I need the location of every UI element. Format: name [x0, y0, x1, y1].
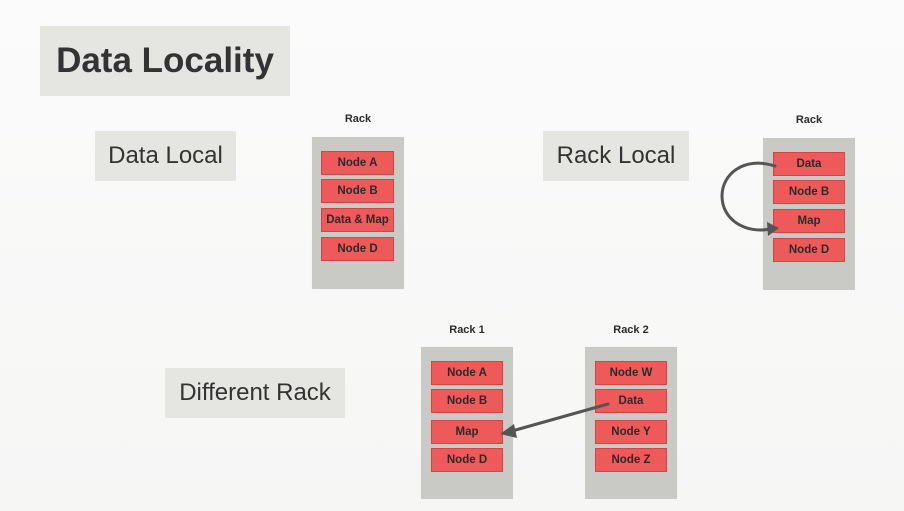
rack-local-arrow	[720, 161, 777, 232]
node-label: Node B	[788, 186, 830, 198]
node-box: Node B	[773, 180, 845, 204]
rack-2: Node W Data Node Y Node Z	[585, 347, 677, 499]
node-label: Node Z	[611, 454, 651, 466]
node-box: Node Z	[595, 448, 667, 472]
page-title: Data Locality	[56, 41, 274, 80]
node-label: Data & Map	[326, 214, 389, 226]
node-label: Node D	[446, 454, 488, 466]
node-box: Data	[773, 152, 845, 176]
node-box: Node A	[431, 361, 503, 385]
node-label: Node W	[609, 367, 653, 379]
rack-title: Rack	[795, 114, 823, 126]
node-box: Node D	[431, 448, 503, 472]
rack-local-label: Rack Local	[556, 142, 676, 169]
title-box: Data Locality	[40, 26, 290, 96]
data-local-label-box: Data Local	[95, 131, 236, 181]
node-label: Node A	[337, 157, 378, 169]
node-label: Data	[618, 395, 644, 407]
rack-title: Rack	[344, 113, 372, 125]
rack-data-local: Node A Node B Data & Map Node D	[312, 137, 404, 289]
different-rack-arrowhead	[500, 424, 517, 438]
node-box: Map	[431, 420, 503, 444]
rack2-title: Rack 2	[613, 324, 649, 336]
node-label: Map	[455, 426, 479, 438]
different-rack-label-box: Different Rack	[165, 368, 345, 418]
node-box: Node D	[321, 237, 394, 261]
rack-1: Node A Node B Map Node D	[421, 347, 513, 499]
node-box: Node D	[773, 238, 845, 262]
rack1-title: Rack 1	[449, 324, 485, 336]
node-box: Data	[595, 389, 667, 413]
rack-local-arrowhead	[767, 222, 779, 236]
node-label: Data	[796, 158, 822, 170]
node-label: Node B	[337, 185, 378, 197]
node-label: Node Y	[611, 426, 651, 438]
node-box: Node A	[321, 151, 394, 175]
node-box: Map	[773, 209, 845, 233]
node-label: Node D	[788, 244, 830, 256]
node-box: Node W	[595, 361, 667, 385]
node-box: Node B	[431, 389, 503, 413]
rack-local-label-box: Rack Local	[543, 131, 689, 181]
node-box: Node Y	[595, 420, 667, 444]
node-box: Node B	[321, 179, 394, 203]
different-rack-arrow	[510, 402, 610, 433]
node-label: Node A	[447, 367, 487, 379]
data-local-label: Data Local	[108, 142, 223, 169]
node-label: Node D	[337, 243, 378, 255]
node-box: Data & Map	[321, 208, 394, 232]
rack-rack-local: Data Node B Map Node D	[763, 138, 855, 290]
node-label: Map	[797, 215, 821, 227]
different-rack-label: Different Rack	[179, 379, 331, 406]
node-label: Node B	[446, 395, 488, 407]
